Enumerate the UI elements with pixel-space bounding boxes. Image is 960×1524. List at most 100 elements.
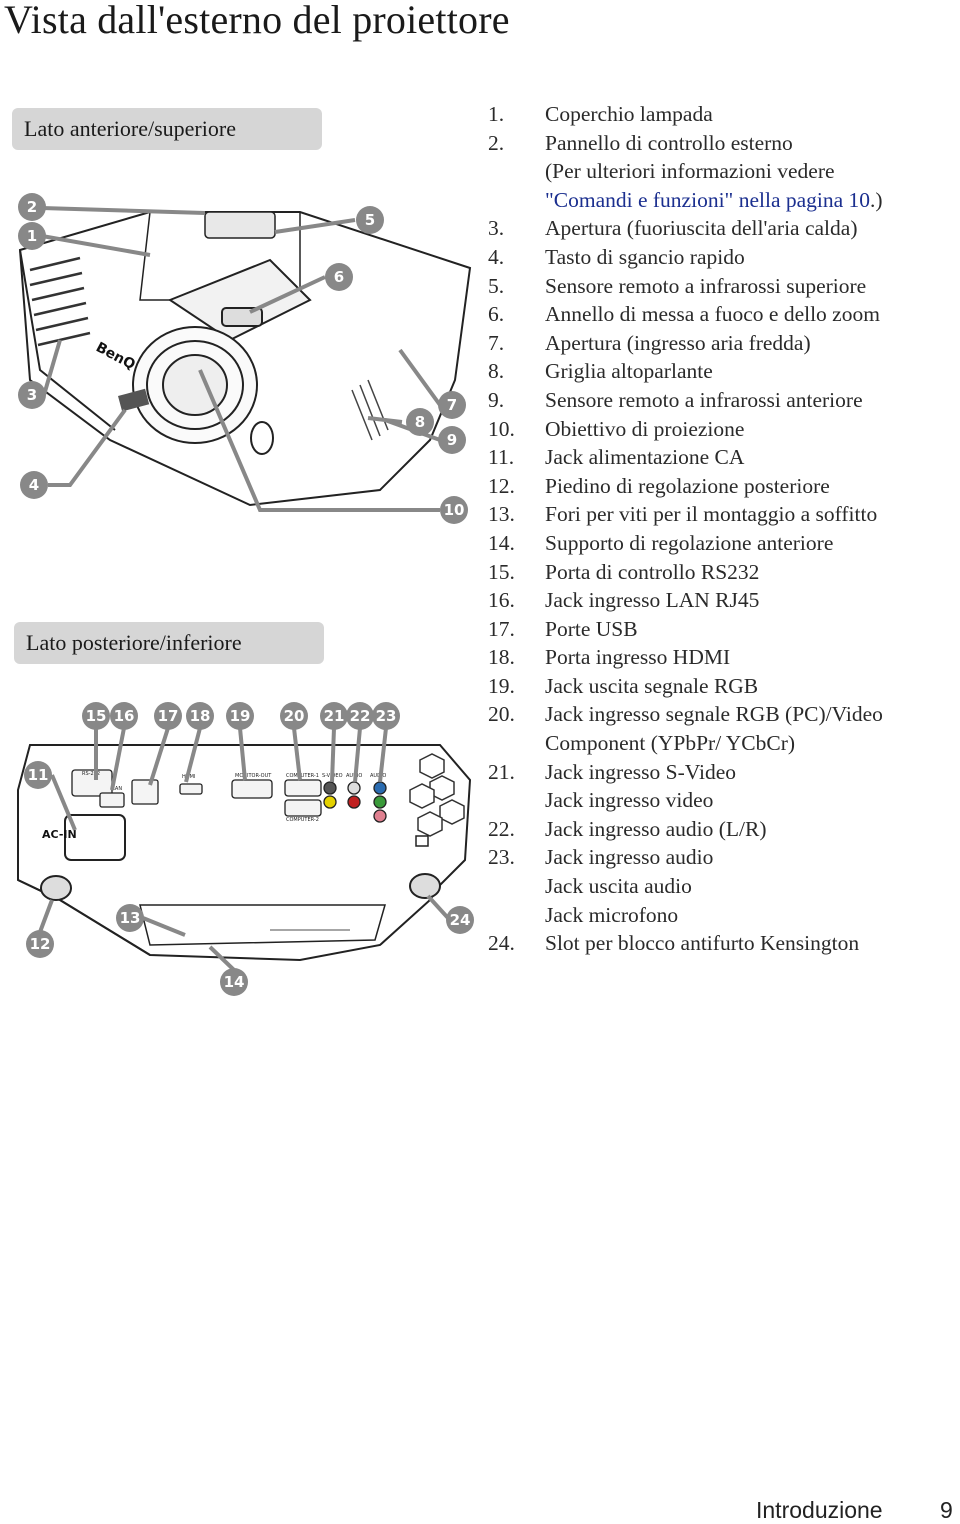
legend-line: Sensore remoto a infrarossi superiore <box>545 273 867 298</box>
legend-number: 21. <box>488 759 515 784</box>
page-reference-link[interactable]: "Comandi e funzioni" nella pagina 10 <box>545 187 871 212</box>
legend-line: Obiettivo di proiezione <box>545 416 745 441</box>
legend-line: Coperchio lampada <box>545 102 713 126</box>
svg-text:3: 3 <box>27 386 37 404</box>
legend-line: Jack microfono <box>545 902 679 927</box>
control-panel <box>204 211 276 239</box>
rear-feet <box>40 873 441 901</box>
legend-item: 19.Jack uscita segnale RGB <box>488 672 958 701</box>
legend-line: (Per ulteriori informazioni vedere <box>545 159 835 184</box>
callout-8: 8 <box>406 408 434 436</box>
callout-4: 4 <box>20 471 48 499</box>
legend-item: 1. Coperchio lampada <box>488 100 958 129</box>
legend-text: Griglia altoparlante <box>545 357 958 386</box>
parts-legend: 1. Coperchio lampada 2. Pannello di control… <box>488 100 958 958</box>
ac-inlet <box>64 814 126 861</box>
rear-vents <box>409 753 465 837</box>
legend-number: 11. <box>488 445 515 470</box>
legend-item: 5. Sensore remoto a infrarossi superiore <box>488 272 958 301</box>
callout-15: 15 <box>82 702 110 730</box>
legend-item: 18.Porta ingresso HDMI <box>488 643 958 672</box>
callout-10: 10 <box>440 496 468 524</box>
legend-number: 14. <box>488 530 515 555</box>
legend-line: Porta ingresso HDMI <box>545 645 731 670</box>
bottom-plate <box>139 904 386 946</box>
side-vent-grille <box>29 256 91 347</box>
legend-item: 4.Tasto di sgancio rapido <box>488 243 958 272</box>
callout-22: 22 <box>346 702 374 730</box>
callout-16: 16 <box>110 702 138 730</box>
legend-text: Slot per blocco antifurto Kensington <box>545 929 958 958</box>
legend-line: Annello di messa a fuoco e dello zoom <box>545 302 880 327</box>
svg-text:15: 15 <box>86 707 107 725</box>
label-lan: LAN <box>112 786 122 792</box>
legend-line: Jack ingresso LAN RJ45 <box>545 588 760 613</box>
legend-line: Supporto di regolazione anteriore <box>545 530 834 555</box>
callout-5: 5 <box>356 206 384 234</box>
svg-text:18: 18 <box>190 707 211 725</box>
legend-line: Jack uscita segnale RGB <box>545 673 759 698</box>
rca-jacks <box>323 781 387 823</box>
legend-item: 14. Supporto di regolazione anteriore <box>488 529 958 558</box>
callouts-front: 2 1 5 6 3 4 7 8 9 10 <box>18 193 468 524</box>
quick-release-button <box>117 388 150 412</box>
legend-item: 16.Jack ingresso LAN RJ45 <box>488 586 958 615</box>
projection-lens <box>132 326 258 444</box>
callout-7: 7 <box>438 391 466 419</box>
legend-item: 13. Fori per viti per il montaggio a soff… <box>488 500 958 529</box>
legend-line: Apertura (ingresso aria fredda) <box>545 330 811 355</box>
callout-19: 19 <box>226 702 254 730</box>
callout-14: 14 <box>220 968 248 996</box>
kensington-slot <box>415 835 429 847</box>
legend-number: 17. <box>488 616 515 641</box>
callout-23: 23 <box>372 702 400 730</box>
svg-text:16: 16 <box>114 707 135 725</box>
legend-line: Sensore remoto a infrarossi anteriore <box>545 387 863 412</box>
callout-2: 2 <box>18 193 46 221</box>
legend-line: Jack ingresso audio (L/R) <box>545 816 767 841</box>
section-label-front: Lato anteriore/superiore <box>12 108 322 150</box>
legend-text: Coperchio lampada <box>545 100 958 129</box>
legend-number: 2. <box>488 130 505 155</box>
svg-text:11: 11 <box>28 766 49 784</box>
legend-text: Tasto di sgancio rapido <box>545 243 958 272</box>
svg-text:12: 12 <box>30 935 51 953</box>
svg-text:24: 24 <box>450 911 471 929</box>
legend-text: Jack ingresso LAN RJ45 <box>545 586 958 615</box>
legend-number: 5. <box>488 273 505 298</box>
legend-item: 15. Porta di controllo RS232 <box>488 558 958 587</box>
legend-number: 6. <box>488 302 505 327</box>
svg-text:13: 13 <box>120 909 141 927</box>
legend-number: 15. <box>488 559 515 584</box>
legend-number: 24. <box>488 931 515 956</box>
svg-text:2: 2 <box>27 198 37 216</box>
svg-text:5: 5 <box>365 211 375 229</box>
projector-front-diagram: BenQ 2 1 5 6 3 4 7 8 9 10 <box>18 193 472 524</box>
legend-line: Jack alimentazione CA <box>545 445 745 470</box>
legend-item: 22. Jack ingresso audio (L/R) <box>488 815 958 844</box>
legend-text: Pannello di controllo esterno(Per ulteri… <box>545 129 958 215</box>
legend-line: Porta di controllo RS232 <box>545 559 760 584</box>
legend-item: 17.Porte USB <box>488 615 958 644</box>
svg-text:23: 23 <box>376 707 397 725</box>
legend-line: Jack uscita audio <box>545 874 692 899</box>
callout-3: 3 <box>18 381 46 409</box>
legend-number: 20. <box>488 702 515 727</box>
legend-text: Apertura (fuoriuscita dell'aria calda) <box>545 214 958 243</box>
callout-6: 6 <box>325 263 353 291</box>
svg-text:22: 22 <box>350 707 371 725</box>
legend-line: Slot per blocco antifurto Kensington <box>545 931 860 956</box>
legend-number: 22. <box>488 816 515 841</box>
legend-number: 13. <box>488 502 515 527</box>
ac-in-label: AC-IN <box>42 828 77 841</box>
footer-section: Introduzione <box>756 1497 883 1523</box>
legend-item: 6. Annello di messa a fuoco e dello zoom <box>488 300 958 329</box>
legend-text: Sensore remoto a infrarossi anteriore <box>545 386 958 415</box>
legend-line: Fori per viti per il montaggio a soffitt… <box>545 502 878 527</box>
legend-number: 1. <box>488 102 505 126</box>
legend-line: Jack ingresso S-Video <box>545 759 736 784</box>
